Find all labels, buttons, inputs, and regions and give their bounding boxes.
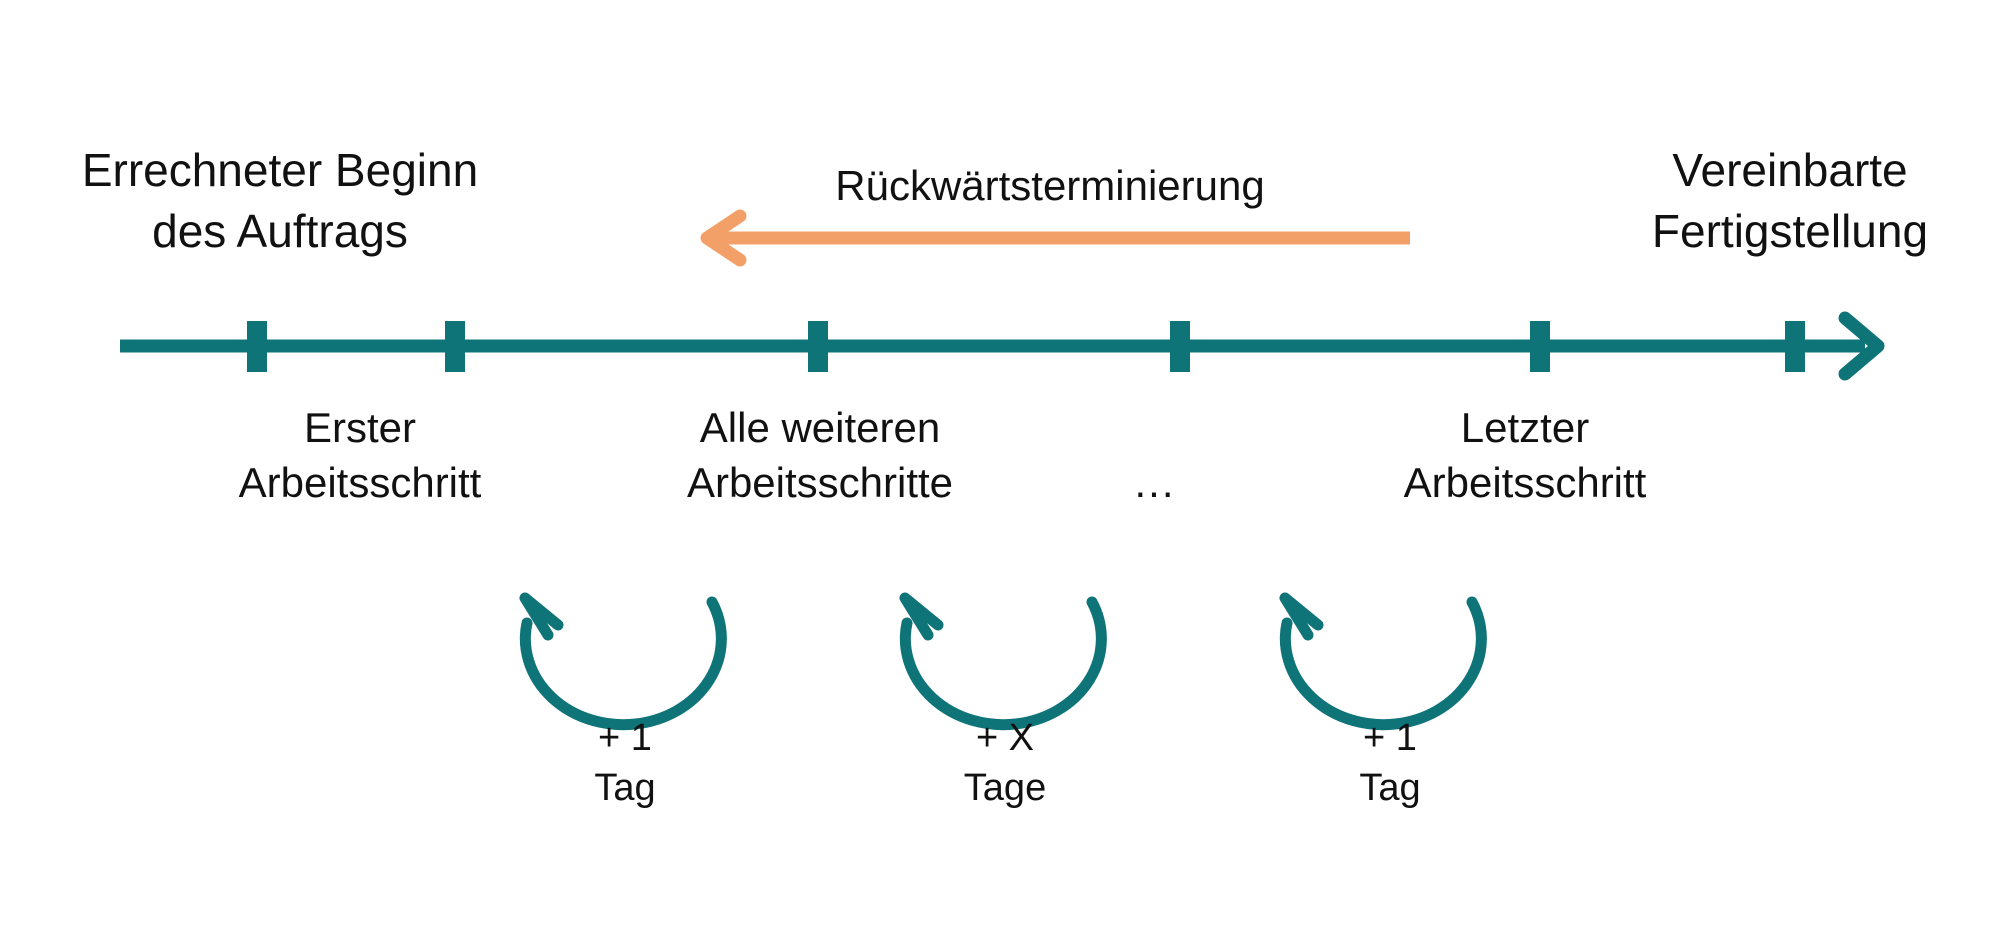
timeline-tick [808,321,828,372]
label-step-last-line1: Letzter [1460,404,1590,451]
timeline-tick [247,321,267,372]
timeline-axis [120,311,1885,381]
label-duration-3-amount: + 1 [1363,717,1417,759]
label-duration-3: + 1 Tag [1290,713,1490,813]
label-step-further-line2: Arbeitsschritte [686,459,954,507]
timeline-tick [1785,321,1805,372]
duration-arc-1 [519,592,727,731]
label-duration-2-unit: Tage [963,767,1047,810]
label-duration-2-amount: + X [975,717,1035,759]
timeline-tick [1530,321,1550,372]
label-duration-2: + X Tage [905,713,1105,813]
label-step-last: Letzter Arbeitsschritt [1360,400,1690,511]
duration-arc-2 [899,592,1107,731]
duration-arc-3 [1279,592,1487,731]
timeline-ticks [247,321,1805,372]
backward-scheduling-arrow [700,209,1410,267]
label-end-endpoint-line2: Fertigstellung [1651,204,1929,257]
label-ellipsis: ... [1134,459,1176,506]
label-duration-1: + 1 Tag [525,713,725,813]
label-end-endpoint-line1: Vereinbarte [1672,144,1908,196]
label-step-further: Alle weiteren Arbeitsschritte [640,400,1000,511]
label-backward-scheduling: Rückwärtsterminierung [835,162,1265,209]
label-duration-3-unit: Tag [1359,767,1421,810]
label-end-endpoint: Vereinbarte Fertigstellung [1580,140,2000,261]
label-duration-1-amount: + 1 [598,717,652,759]
label-step-first-line1: Erster [303,404,416,451]
label-start-endpoint: Errechneter Beginn des Auftrags [20,140,540,261]
label-step-first-line2: Arbeitsschritt [238,459,482,507]
timeline-tick [1170,321,1190,372]
label-start-endpoint-line1: Errechneter Beginn [81,144,479,196]
label-start-endpoint-line2: des Auftrags [152,204,408,257]
timeline-tick [445,321,465,372]
label-duration-1-unit: Tag [594,767,656,810]
label-step-last-line2: Arbeitsschritt [1403,459,1647,507]
label-step-further-line1: Alle weiteren [699,404,941,451]
label-step-first: Erster Arbeitsschritt [230,400,490,511]
